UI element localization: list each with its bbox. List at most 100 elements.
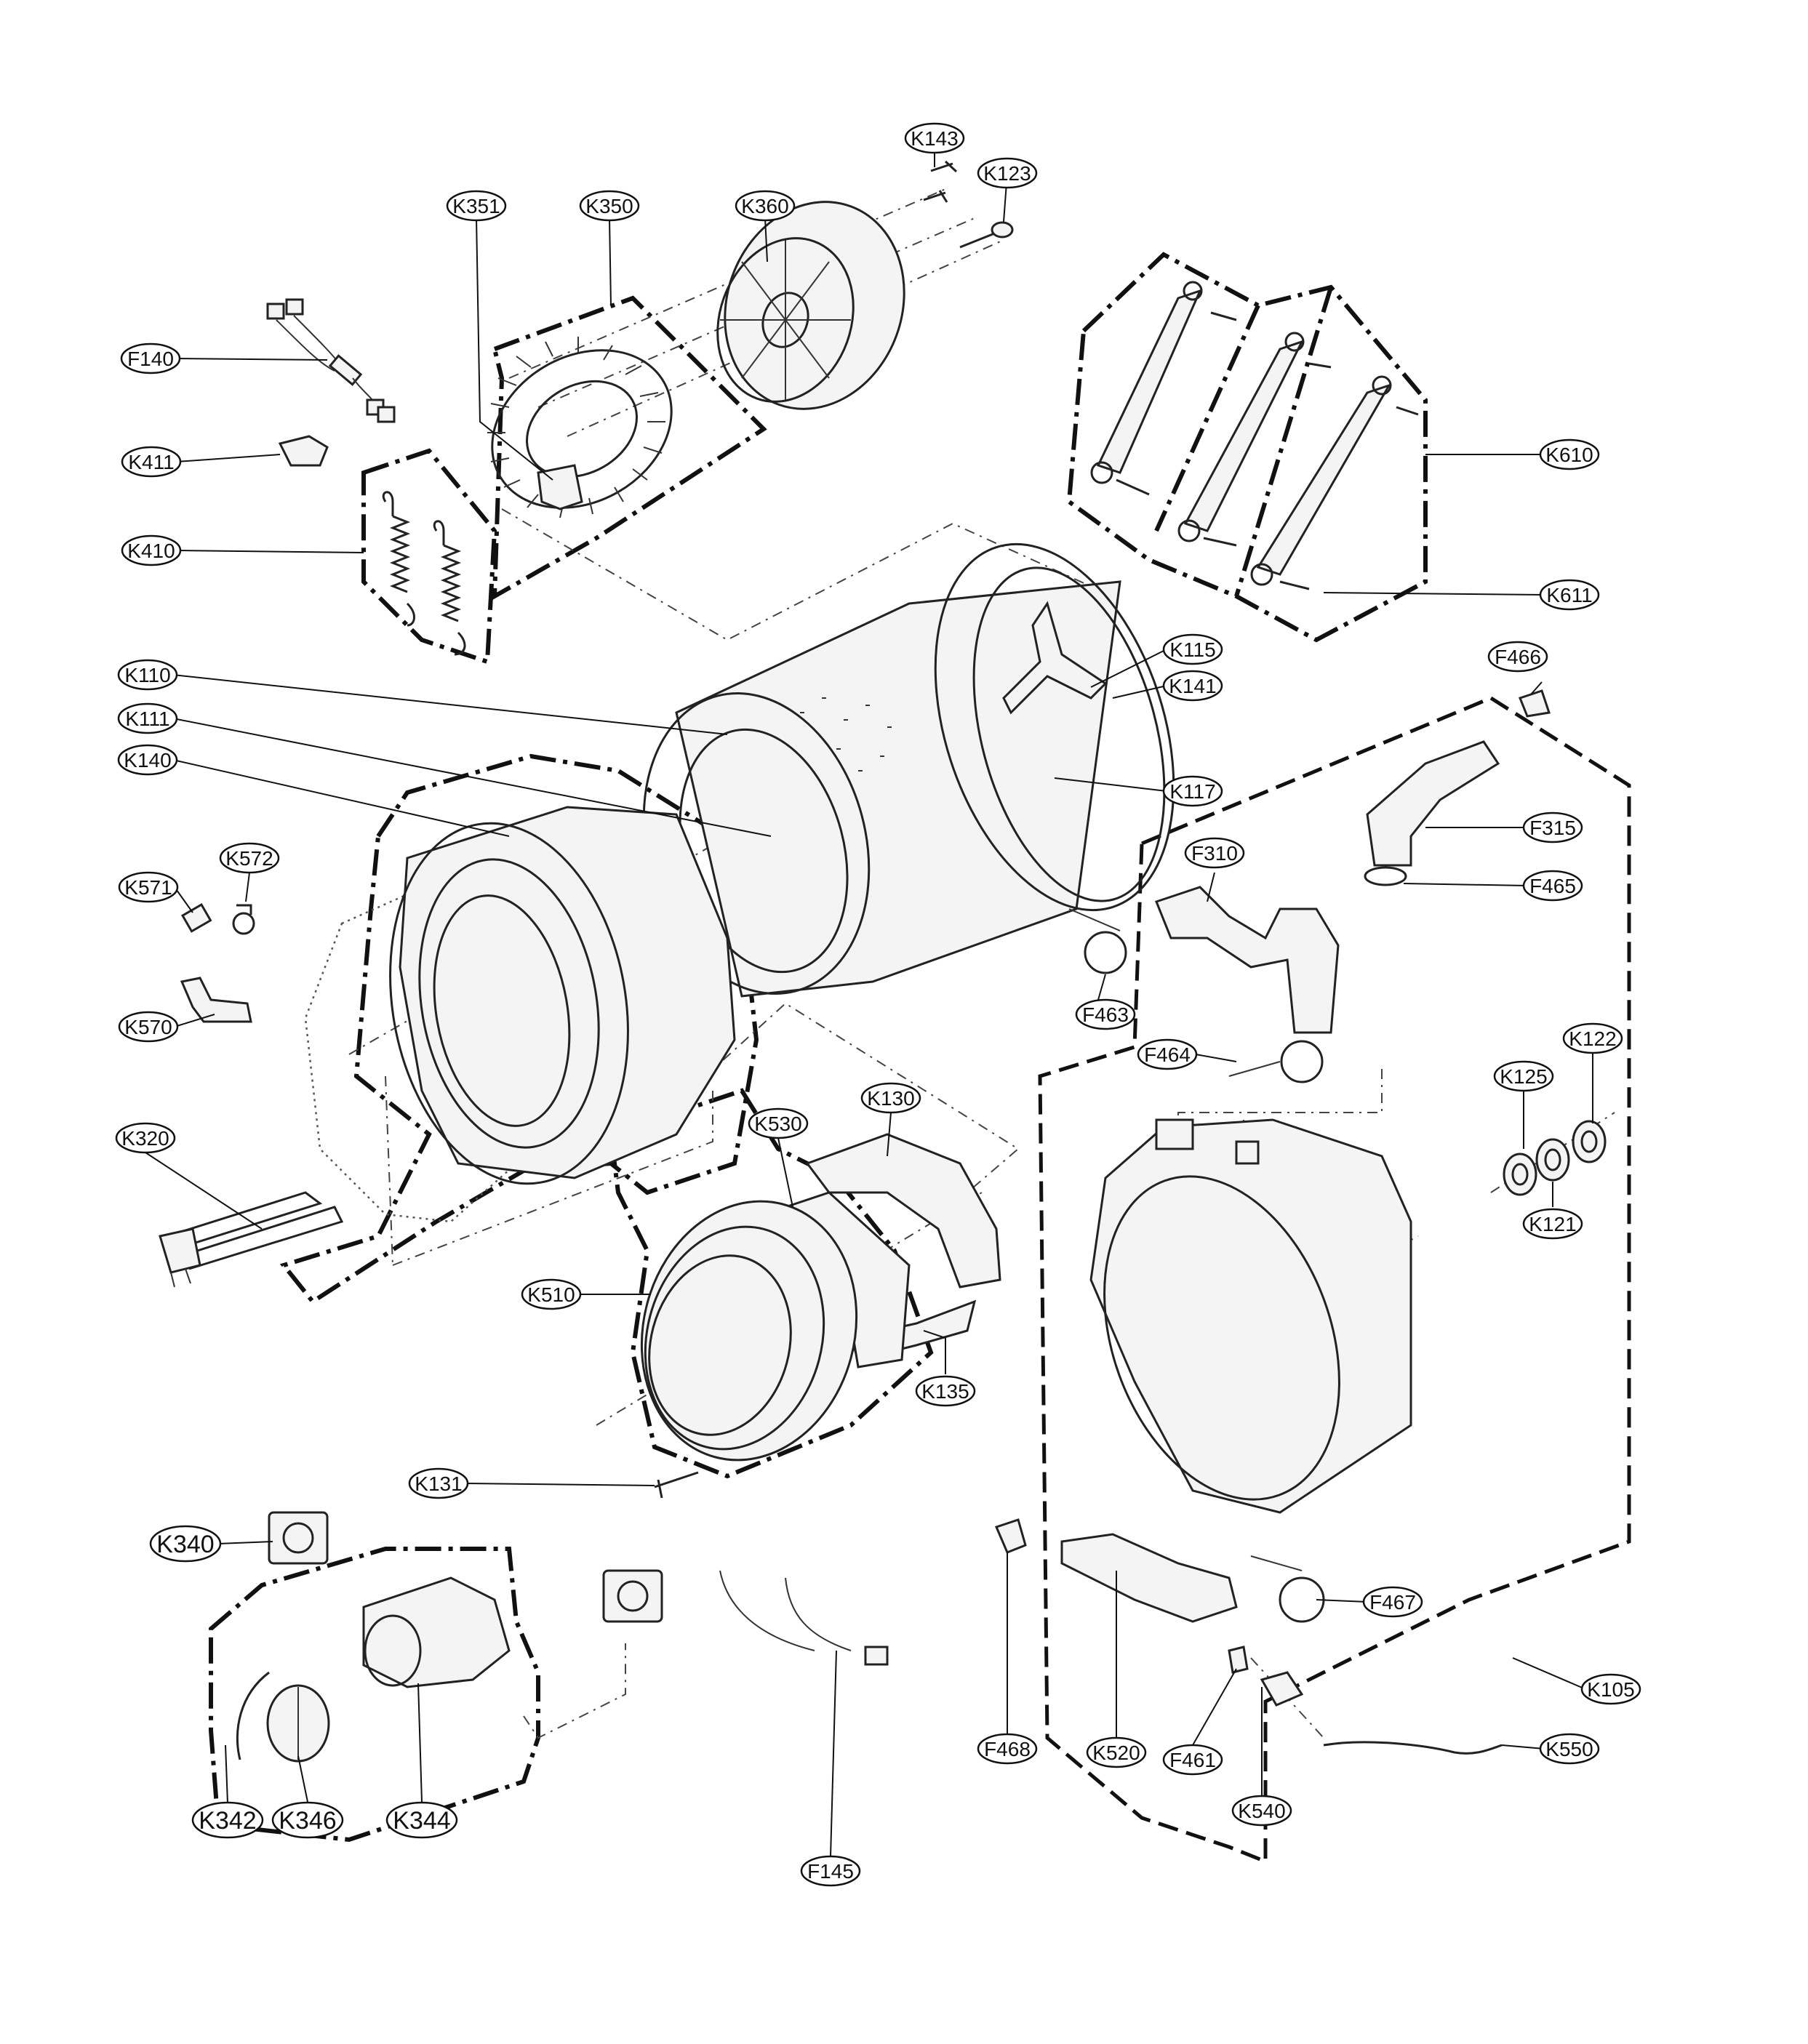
callout-label: F315 xyxy=(1529,817,1576,839)
callout-label: F463 xyxy=(1082,1003,1129,1026)
callout-f463: F463 xyxy=(1075,998,1136,1030)
callout-oval xyxy=(1522,811,1583,843)
callout-label: K111 xyxy=(125,708,169,730)
callout-k320: K320 xyxy=(115,1122,176,1154)
weight-k130 xyxy=(805,1133,1001,1288)
callout-k141: K141 xyxy=(1162,670,1223,702)
screw-f464 xyxy=(1228,1061,1281,1077)
callout-label: K572 xyxy=(225,847,273,870)
callout-k350: K350 xyxy=(579,190,640,222)
callout-oval xyxy=(118,871,179,903)
clip-f468 xyxy=(994,1518,1027,1554)
tube-k342 xyxy=(236,1671,270,1760)
callout-label: K340 xyxy=(156,1531,214,1558)
bearings-k125-k121-k122 xyxy=(1503,1120,1607,1196)
boundary-drain-pump xyxy=(209,1547,540,1843)
callout-oval xyxy=(915,1375,976,1407)
leader-lines xyxy=(145,138,1593,1857)
boundary-damper-divider-1 xyxy=(1154,304,1260,532)
boundary-door-seal xyxy=(608,1088,934,1479)
callout-k570: K570 xyxy=(118,1011,179,1043)
rotor-k360 xyxy=(716,201,905,410)
callout-label: K350 xyxy=(585,195,633,217)
harness-f140 xyxy=(266,298,396,423)
callout-oval xyxy=(579,190,640,222)
callout-f315: F315 xyxy=(1522,811,1583,843)
gasket-k141 xyxy=(934,542,1175,912)
callout-k135: K135 xyxy=(915,1375,976,1407)
clamp-k572 xyxy=(232,904,255,935)
callout-f145: F145 xyxy=(800,1855,861,1887)
callout-k125: K125 xyxy=(1493,1060,1554,1092)
callout-oval xyxy=(385,1801,458,1839)
hose-k520 xyxy=(1060,1533,1238,1623)
callout-label: F310 xyxy=(1191,842,1238,865)
guide-pump-box xyxy=(523,1643,626,1739)
callout-label: K143 xyxy=(911,127,958,150)
callout-oval xyxy=(1522,1208,1583,1240)
callout-oval xyxy=(191,1801,264,1839)
callout-k611: K611 xyxy=(1539,579,1600,611)
boundary-springs xyxy=(361,448,497,665)
elbow-k570 xyxy=(180,977,252,1023)
callout-oval xyxy=(860,1082,921,1114)
callout-oval xyxy=(1162,1744,1223,1776)
callout-k550: K550 xyxy=(1539,1733,1600,1765)
callout-oval xyxy=(1493,1060,1554,1092)
callout-k571: K571 xyxy=(118,871,179,903)
callout-oval xyxy=(219,842,280,874)
callout-label: K530 xyxy=(754,1113,801,1135)
callout-oval xyxy=(735,190,796,222)
callout-oval xyxy=(977,1733,1038,1765)
screw-f463 xyxy=(1068,908,1121,931)
callout-label: K351 xyxy=(452,195,500,217)
callout-oval xyxy=(149,1525,222,1563)
callout-label: F466 xyxy=(1495,646,1541,668)
callout-f464: F464 xyxy=(1137,1038,1198,1070)
callout-label: K117 xyxy=(1169,780,1215,803)
callout-label: K360 xyxy=(741,195,788,217)
plug-f461 xyxy=(1228,1646,1249,1674)
callout-label: K346 xyxy=(279,1807,336,1835)
callout-oval xyxy=(408,1467,469,1499)
callout-oval xyxy=(1487,641,1548,673)
callout-label: F467 xyxy=(1369,1591,1416,1614)
callout-label: K130 xyxy=(867,1087,914,1110)
callout-oval xyxy=(1162,670,1223,702)
callout-oval xyxy=(121,446,182,478)
callout-label: K140 xyxy=(124,749,171,771)
callout-label: K135 xyxy=(921,1380,969,1403)
pump-housing-k344 xyxy=(362,1576,511,1688)
springs-k410 xyxy=(382,491,466,656)
callout-oval xyxy=(115,1122,176,1154)
callout-label: K125 xyxy=(1500,1065,1547,1088)
clip-k411 xyxy=(278,435,329,467)
callout-k115: K115 xyxy=(1162,633,1223,665)
callout-k540: K540 xyxy=(1231,1795,1292,1827)
callout-k117: K117 xyxy=(1162,775,1223,807)
callout-k121: K121 xyxy=(1522,1208,1583,1240)
sensor-k351 xyxy=(537,464,583,510)
spider-k115 xyxy=(1002,601,1108,715)
boundary-damper-divider-2 xyxy=(1234,286,1333,597)
pump-motor-k340 xyxy=(268,1511,329,1565)
callout-label: K320 xyxy=(121,1127,169,1150)
callout-k411: K411 xyxy=(121,446,182,478)
callout-oval xyxy=(1086,1736,1147,1768)
callout-k130: K130 xyxy=(860,1082,921,1114)
callout-oval xyxy=(800,1855,861,1887)
boundary-rotor-stator xyxy=(492,295,767,601)
callout-k346: K346 xyxy=(271,1801,344,1839)
guide-rotor-axis-1 xyxy=(508,188,946,379)
callout-oval xyxy=(1539,1733,1600,1765)
callout-oval xyxy=(1231,1795,1292,1827)
wire-k550 xyxy=(1323,1741,1503,1755)
callout-label: K610 xyxy=(1545,444,1593,466)
hose-f315 xyxy=(1366,740,1500,867)
callout-label: F468 xyxy=(984,1738,1031,1760)
callout-k344: K344 xyxy=(385,1801,458,1839)
callout-oval xyxy=(121,534,182,566)
callout-oval xyxy=(117,702,178,734)
